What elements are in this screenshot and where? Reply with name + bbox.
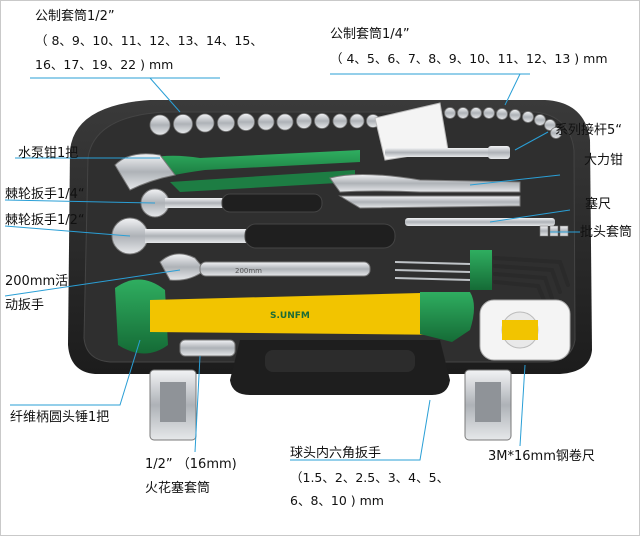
leader-spark-plug bbox=[194, 355, 201, 453]
label-hex-keys-title: 球头内六角扳手 bbox=[290, 446, 382, 461]
label-metric-half-title: 公制套筒1/2” bbox=[35, 9, 115, 24]
label-metric-quarter-sizes: （ 4、5、6、7、8、9、10、11、12、13 ) mm bbox=[330, 51, 608, 66]
label-extension-bars: 系列接杆5“ bbox=[555, 123, 623, 138]
label-feeler-gauge: 塞尺 bbox=[585, 197, 612, 212]
adjustable-wrench: 200mm bbox=[159, 253, 371, 281]
label-metric-half-sizes-2: 16、17、19、22 ) mm bbox=[35, 57, 174, 72]
label-ratchet-quarter: 棘轮扳手1/4“ bbox=[5, 187, 85, 202]
leader-hammer bbox=[10, 339, 141, 406]
sockets-quarter-inch-row bbox=[444, 107, 562, 139]
fiber-hammer: S.UNFM bbox=[115, 279, 474, 354]
spark-plug-socket bbox=[179, 339, 236, 357]
label-metric-quarter-title: 公制套筒1/4” bbox=[330, 27, 410, 42]
extension-bars bbox=[385, 146, 510, 159]
hex-key-set bbox=[394, 250, 570, 302]
wrench-size-marking: 200mm bbox=[235, 267, 262, 275]
label-bit-sockets: 批头套筒 bbox=[580, 225, 633, 240]
bit-sockets bbox=[539, 225, 569, 237]
label-hex-keys-sizes-2: 6、8、10 ) mm bbox=[290, 493, 384, 508]
leader-hex-keys bbox=[290, 399, 431, 461]
hammer-brand-text: S.UNFM bbox=[270, 311, 310, 321]
leader-locking-pliers bbox=[469, 174, 561, 186]
label-spark-plug-1: 1/2” （16mm) bbox=[145, 457, 237, 472]
sockets-half-inch-row bbox=[149, 113, 380, 136]
label-ratchet-half: 棘轮扳手1/2“ bbox=[5, 213, 85, 228]
leader-ratchet-half bbox=[4, 225, 131, 237]
locking-pliers bbox=[329, 173, 521, 209]
leader-adjustable-wrench bbox=[4, 269, 181, 297]
water-pump-pliers bbox=[114, 150, 360, 192]
label-hex-keys-sizes-1: （1.5、2、2.5、3、4、5、 bbox=[290, 470, 450, 485]
label-metric-half-sizes-1: （ 8、9、10、11、12、13、14、15、 bbox=[35, 33, 263, 48]
label-locking-pliers: 大力钳 bbox=[584, 153, 624, 168]
ratchet-quarter-inch bbox=[140, 188, 323, 218]
leader-metric-half-diag bbox=[149, 77, 181, 113]
label-tape-measure: 3M*16mm钢卷尺 bbox=[488, 449, 595, 464]
leader-extension bbox=[514, 131, 549, 151]
leader-ratchet-quarter bbox=[4, 199, 156, 204]
feeler-gauge bbox=[405, 218, 555, 226]
leader-lines bbox=[4, 73, 580, 461]
label-water-pump-pliers: 水泵钳1把 bbox=[18, 146, 79, 161]
ratchet-half-inch bbox=[111, 217, 396, 255]
label-spark-plug-2: 火花塞套筒 bbox=[145, 481, 211, 496]
leader-feeler bbox=[489, 209, 571, 223]
tape-measure bbox=[479, 299, 571, 361]
label-hammer: 纤维柄圆头锤1把 bbox=[10, 410, 110, 425]
leader-metric-quarter-diag bbox=[504, 73, 521, 106]
leader-tape bbox=[519, 364, 526, 447]
label-adjustable-wrench-1: 200mm活 bbox=[5, 274, 69, 289]
label-adjustable-wrench-2: 动扳手 bbox=[5, 298, 45, 313]
